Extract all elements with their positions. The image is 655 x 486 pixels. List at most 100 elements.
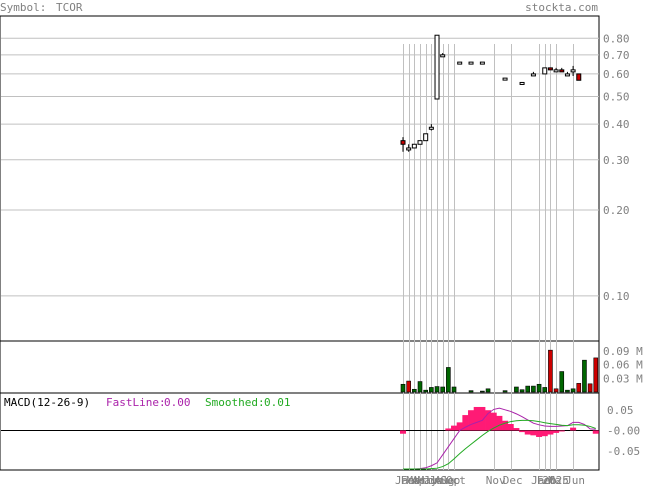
- macd-histogram-bar: [547, 430, 554, 435]
- volume-bar: [525, 385, 531, 393]
- volume-bar: [565, 389, 570, 393]
- symbol-label: Symbol:: [0, 1, 46, 14]
- candle-body: [559, 69, 565, 73]
- candle-body: [457, 61, 463, 65]
- candle-body: [411, 143, 417, 149]
- volume-bar: [423, 389, 428, 393]
- price-tick-label: 0.40: [603, 118, 630, 131]
- month-label: Feb: [537, 474, 557, 486]
- volume-bar: [485, 388, 491, 393]
- candle-body: [570, 69, 576, 73]
- price-tick-label: 0.50: [603, 90, 630, 103]
- macd-histogram-bar: [468, 410, 475, 431]
- volume-bar: [434, 386, 440, 393]
- macd-histogram-bar: [400, 430, 406, 434]
- macd-histogram-bar: [456, 422, 463, 431]
- macd-histogram-bar: [507, 424, 514, 431]
- volume-bar: [429, 387, 434, 393]
- month-label: Jan: [531, 474, 551, 486]
- volume-bar: [542, 387, 548, 393]
- volume-bar: [440, 386, 445, 393]
- site-name: stockta.com: [525, 1, 598, 14]
- candle-body: [406, 147, 412, 151]
- volume-bar: [582, 359, 587, 393]
- volume-bar: [446, 367, 451, 393]
- volume-tick-label: 0.09 M: [603, 345, 643, 358]
- macd-smoothed-line: [403, 419, 596, 470]
- month-label: Nov: [486, 474, 506, 486]
- macd-histogram-bar: [445, 428, 452, 431]
- month-label: Mar: [406, 474, 426, 486]
- month-label: Jul: [429, 474, 449, 486]
- volume-bar: [406, 380, 411, 393]
- macd-histogram-bar: [496, 415, 503, 431]
- month-label: Jun: [565, 474, 585, 486]
- volume-bar: [417, 381, 423, 393]
- volume-axis: 0.03 M0.06 M0.09 M: [603, 345, 643, 385]
- macd-histogram-bar: [451, 425, 458, 431]
- candle-body: [479, 61, 485, 65]
- macd-fastline: [403, 407, 596, 470]
- month-label: Apr: [412, 474, 432, 486]
- fastline-value: 0.00: [164, 396, 191, 409]
- volume-bar: [531, 385, 536, 393]
- volume-tick-label: 0.06 M: [603, 359, 643, 372]
- candle-body: [468, 61, 474, 65]
- macd-panel: [0, 392, 600, 471]
- volume-bar: [400, 383, 406, 393]
- macd-histogram-bar: [536, 430, 543, 437]
- candle-body: [553, 69, 559, 73]
- smoothed-label: Smoothed:: [205, 396, 265, 409]
- price-tick-label: 0.30: [603, 154, 630, 167]
- volume-bar: [502, 390, 508, 393]
- volume-bar: [468, 390, 474, 393]
- time-gridlines: [403, 44, 574, 470]
- macd-histogram-bar: [519, 430, 526, 433]
- price-axis: 0.100.200.300.400.500.600.700.80: [603, 32, 630, 303]
- macd-histogram-bar: [558, 430, 565, 432]
- price-tick-label: 0.60: [603, 68, 630, 81]
- month-label: Mar: [548, 474, 568, 486]
- volume-tick-label: 0.03 M: [603, 372, 643, 385]
- month-label: 2025: [542, 474, 569, 486]
- candle-body: [502, 77, 508, 81]
- volume-bar: [576, 383, 582, 393]
- macd-histogram-bar: [570, 427, 577, 431]
- macd-tick-label: 0.05: [607, 404, 634, 417]
- macd-lines: [403, 407, 596, 470]
- month-label: Dec: [503, 474, 523, 486]
- candle-body: [428, 126, 434, 130]
- volume-bar: [587, 383, 593, 393]
- macd-histogram-bar: [490, 412, 497, 431]
- macd-histogram-bar: [513, 428, 520, 431]
- macd-histogram: [400, 406, 599, 437]
- macd-histogram-bar: [485, 410, 492, 431]
- price-tick-label: 0.20: [603, 204, 630, 217]
- month-label: Sep: [440, 474, 460, 486]
- macd-histogram-bar: [502, 420, 509, 431]
- macd-histogram-bar: [530, 430, 537, 436]
- fastline-label: FastLine:: [106, 396, 166, 409]
- volume-bar: [548, 349, 553, 393]
- candle-body: [519, 81, 525, 85]
- month-label: May: [418, 474, 438, 486]
- candle-body: [542, 67, 548, 75]
- month-label: Aug: [435, 474, 455, 486]
- candle-body: [564, 73, 570, 77]
- volume-bar: [451, 386, 457, 393]
- smoothed-value: 0.01: [264, 396, 291, 409]
- candle-body: [423, 133, 429, 142]
- month-label: Oct: [446, 474, 466, 486]
- symbol-value: TCOR: [56, 1, 83, 14]
- month-label: Jan: [395, 474, 415, 486]
- macd-histogram-bar: [524, 430, 531, 435]
- macd-histogram-bar: [479, 406, 486, 431]
- volume-bar: [536, 383, 542, 393]
- macd-title: MACD(12-26-9): [4, 396, 90, 409]
- macd-histogram-bar: [553, 430, 560, 433]
- volume-bar: [412, 388, 417, 393]
- volume-bar: [553, 388, 559, 393]
- volume-bar: [593, 357, 599, 393]
